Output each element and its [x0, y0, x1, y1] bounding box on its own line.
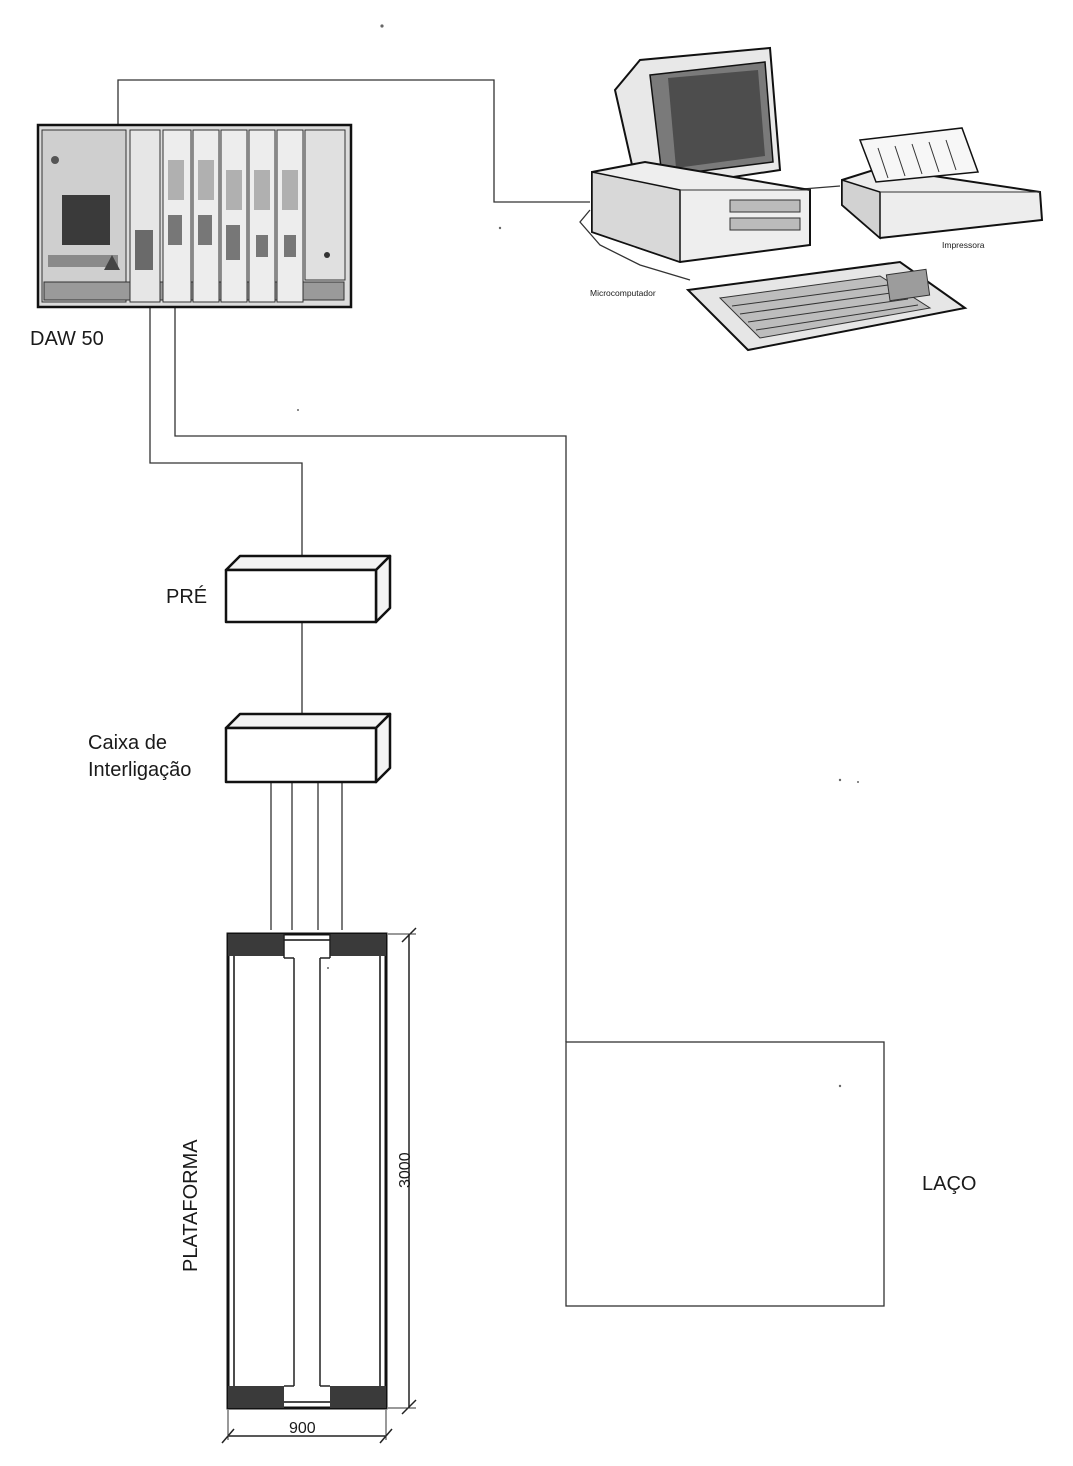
load-cell-bottom-left [228, 1386, 284, 1408]
pre-label: PRÉ [166, 585, 207, 608]
daw-50-label: DAW 50 [30, 328, 104, 350]
microcomputer-illustration [591, 46, 968, 352]
connection-wires [117, 79, 841, 1042]
microcomputer-label: Microcomputador [590, 288, 656, 298]
scan-noise [297, 24, 859, 1088]
inductive-loop [565, 1041, 885, 1307]
daw-to-loop-wire [174, 308, 567, 1042]
loop-label: LAÇO [922, 1173, 976, 1195]
load-cell-top-left [228, 934, 284, 956]
load-cell-top-right [330, 934, 386, 956]
platform-length-label: 3000 [397, 1152, 414, 1188]
platform-width-label: 900 [289, 1420, 316, 1437]
daw-to-pre-wire [149, 308, 303, 558]
daw-50-rack [36, 123, 353, 309]
weighing-platform [226, 932, 388, 1410]
printer-label: Impressora [942, 240, 985, 250]
pre-amplifier-box [224, 554, 392, 624]
daw-to-computer-wire [117, 79, 590, 203]
junction-label-line2: Interligação [88, 759, 191, 781]
platform-label: PLATAFORMA [180, 1139, 202, 1272]
platform-length-dimension [388, 927, 417, 1415]
printer-illustration [841, 127, 1044, 240]
junction-label-line1: Caixa de [88, 732, 167, 754]
platform-width-dimension [221, 1410, 393, 1444]
load-cell-bottom-right [330, 1386, 386, 1408]
junction-box [224, 712, 392, 784]
keyboard-cable [579, 209, 691, 281]
